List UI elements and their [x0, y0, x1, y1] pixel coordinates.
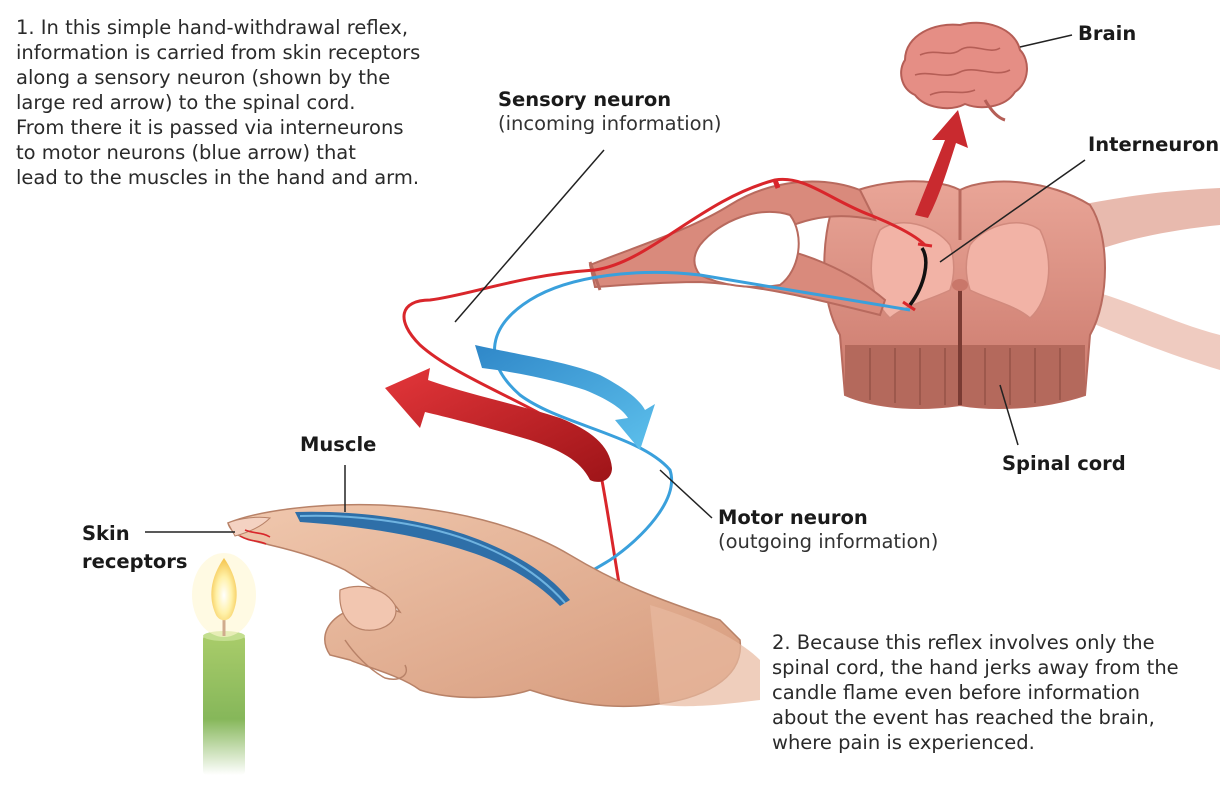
label-brain: Brain [1078, 22, 1137, 45]
label-motor-neuron-sub: (outgoing information) [718, 530, 939, 553]
spinal-cord-section [823, 180, 1106, 409]
brain-illustration [900, 21, 1028, 122]
leader-lines [145, 34, 1086, 533]
label-interneuron: Interneuron [1088, 133, 1220, 156]
motor-neuron-path [493, 270, 911, 592]
interneuron-path [908, 247, 928, 307]
motor-arrow [475, 345, 655, 450]
label-motor-neuron: Motor neuron (outgoing information) [718, 506, 938, 554]
muscle-band [295, 511, 570, 606]
label-spinal-cord: Spinal cord [1002, 452, 1126, 475]
caption-step-1: 1. In this simple hand-withdrawal reflex… [16, 16, 421, 189]
candle-illustration [192, 553, 256, 775]
label-motor-neuron-title: Motor neuron [718, 506, 868, 529]
spinal-nerve-right [1080, 188, 1220, 255]
sensory-arrow [385, 368, 612, 482]
label-muscle: Muscle [300, 433, 377, 456]
label-sensory-neuron-sub: (incoming information) [498, 112, 722, 135]
label-sensory-neuron: Sensory neuron (incoming information) [498, 88, 722, 136]
label-skin-receptors: Skin receptors [82, 522, 188, 573]
spinal-nerve-right-lower [1085, 290, 1220, 370]
label-sensory-neuron-title: Sensory neuron [498, 88, 672, 111]
ascending-arrow [915, 110, 968, 218]
caption-step-2: 2. Because this reflex involves only the… [772, 631, 1179, 754]
hand-illustration [227, 503, 760, 708]
